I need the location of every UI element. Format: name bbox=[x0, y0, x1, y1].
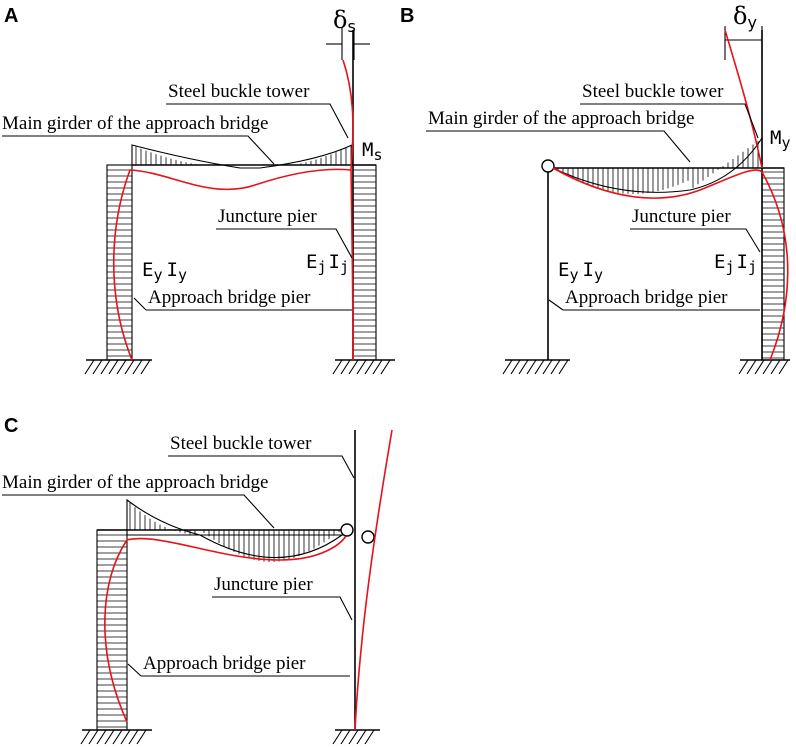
support-hatch-line bbox=[372, 359, 383, 375]
panel-a-juncture-label: Juncture pier bbox=[218, 206, 317, 227]
panel-a-left-support bbox=[84, 359, 152, 375]
support-hatch-line bbox=[518, 359, 529, 375]
support-hatch-line bbox=[136, 729, 147, 745]
panel-c-approach-pier-diagram bbox=[96, 529, 128, 731]
support-hatch-line bbox=[112, 729, 123, 745]
panel-c-steel-tower-leader bbox=[168, 455, 355, 479]
support-hatch-line bbox=[108, 359, 119, 375]
panel-b-deflection-curve bbox=[552, 167, 789, 361]
support-hatch-line bbox=[558, 359, 569, 375]
panel-c: C Steel buckle tower Main girder of the … bbox=[2, 415, 393, 745]
panel-b-steel-tower-label: Steel buckle tower bbox=[582, 81, 724, 102]
panel-a-delta-label: δs bbox=[333, 6, 356, 36]
panel-b-steel-tower-leader bbox=[580, 103, 759, 139]
support-hatch-line bbox=[550, 359, 561, 375]
support-hatch-line bbox=[364, 729, 375, 745]
support-hatch-line bbox=[96, 729, 107, 745]
support-hatch-line bbox=[510, 359, 521, 375]
panel-b-hinge-icon bbox=[541, 159, 555, 173]
support-hatch-line bbox=[380, 359, 391, 375]
panel-b-juncture-label: Juncture pier bbox=[632, 206, 731, 227]
panel-b-girder-label: Main girder of the approach bridge bbox=[428, 108, 694, 129]
support-hatch-line bbox=[120, 729, 131, 745]
panel-a-juncture-pier-diagram bbox=[352, 164, 377, 361]
support-hatch-line bbox=[332, 359, 343, 375]
panel-a-steel-tower-leader bbox=[166, 103, 349, 139]
support-hatch-line bbox=[356, 729, 367, 745]
panel-c-hinge-left-icon bbox=[340, 523, 354, 537]
support-hatch-line bbox=[356, 359, 367, 375]
panel-c-juncture-label: Juncture pier bbox=[214, 574, 313, 595]
panel-b-left-support bbox=[502, 359, 570, 375]
panel-c-girder-label: Main girder of the approach bridge bbox=[2, 472, 268, 493]
support-hatch-line bbox=[84, 359, 95, 375]
panel-c-left-support bbox=[80, 729, 152, 745]
support-hatch-line bbox=[738, 359, 749, 375]
support-hatch-line bbox=[526, 359, 537, 375]
panel-a-juncture-leader bbox=[216, 228, 353, 259]
panel-c-hinge-right-icon bbox=[361, 530, 375, 544]
panel-c-right-support bbox=[332, 729, 380, 745]
panel-a-approach-pier-label: Approach bridge pier bbox=[148, 287, 311, 308]
support-hatch-line bbox=[124, 359, 135, 375]
support-hatch-line bbox=[534, 359, 545, 375]
panel-b-right-support bbox=[738, 359, 790, 375]
panel-a-delta-dimension: δs bbox=[326, 6, 370, 60]
panel-c-girder-moment-diagram bbox=[126, 498, 344, 562]
panel-a-girder-leader bbox=[2, 135, 275, 165]
support-hatch-line bbox=[340, 359, 351, 375]
panel-c-juncture-leader bbox=[212, 596, 353, 621]
panel-a-girder-label: Main girder of the approach bridge bbox=[2, 113, 268, 134]
support-hatch-line bbox=[348, 729, 359, 745]
panel-b-moment-label: My bbox=[770, 127, 790, 152]
panel-b-approach-pier-label: Approach bridge pier bbox=[565, 287, 728, 308]
panel-b-girder-moment-diagram bbox=[552, 136, 763, 194]
panel-a: A δs bbox=[2, 5, 395, 375]
support-hatch-line bbox=[92, 359, 103, 375]
panel-a-approach-pier-diagram bbox=[106, 164, 133, 361]
support-hatch-line bbox=[542, 359, 553, 375]
panel-c-tower-deflection bbox=[354, 429, 393, 731]
panel-a-deflection-curve bbox=[112, 59, 354, 361]
support-hatch-line bbox=[100, 359, 111, 375]
support-hatch-line bbox=[778, 359, 789, 375]
support-hatch-line bbox=[746, 359, 757, 375]
panel-c-steel-tower-label: Steel buckle tower bbox=[170, 433, 312, 454]
panel-b-tower-deflection bbox=[724, 29, 763, 169]
panel-b-juncture-leader bbox=[630, 228, 761, 253]
panel-b: B δy Steel buck bbox=[400, 2, 790, 375]
support-hatch-line bbox=[104, 729, 115, 745]
support-hatch-line bbox=[502, 359, 513, 375]
support-hatch-line bbox=[140, 359, 151, 375]
panel-c-approach-pier-label: Approach bridge pier bbox=[143, 653, 306, 674]
support-hatch-line bbox=[116, 359, 127, 375]
panel-a-letter: A bbox=[4, 5, 18, 27]
panel-c-girder-leader bbox=[2, 494, 275, 529]
support-hatch-line bbox=[340, 729, 351, 745]
panel-a-right-support bbox=[332, 359, 395, 375]
panel-a-steel-tower-label: Steel buckle tower bbox=[168, 81, 310, 102]
support-hatch-line bbox=[80, 729, 91, 745]
panel-a-tower-deflection bbox=[350, 169, 354, 361]
support-hatch-line bbox=[128, 729, 139, 745]
support-hatch-line bbox=[770, 359, 781, 375]
panel-b-delta-label: δy bbox=[733, 2, 757, 32]
panel-b-girder-leader bbox=[426, 130, 691, 163]
panel-b-letter: B bbox=[400, 5, 414, 27]
panel-a-moment-label: Ms bbox=[362, 139, 382, 164]
support-hatch-line bbox=[332, 729, 343, 745]
support-hatch-line bbox=[348, 359, 359, 375]
panel-c-letter: C bbox=[4, 415, 18, 437]
support-hatch-line bbox=[754, 359, 765, 375]
panel-c-deflection-curve bbox=[104, 535, 347, 723]
support-hatch-line bbox=[88, 729, 99, 745]
support-hatch-line bbox=[364, 359, 375, 375]
support-hatch-line bbox=[132, 359, 143, 375]
support-hatch-line bbox=[762, 359, 773, 375]
